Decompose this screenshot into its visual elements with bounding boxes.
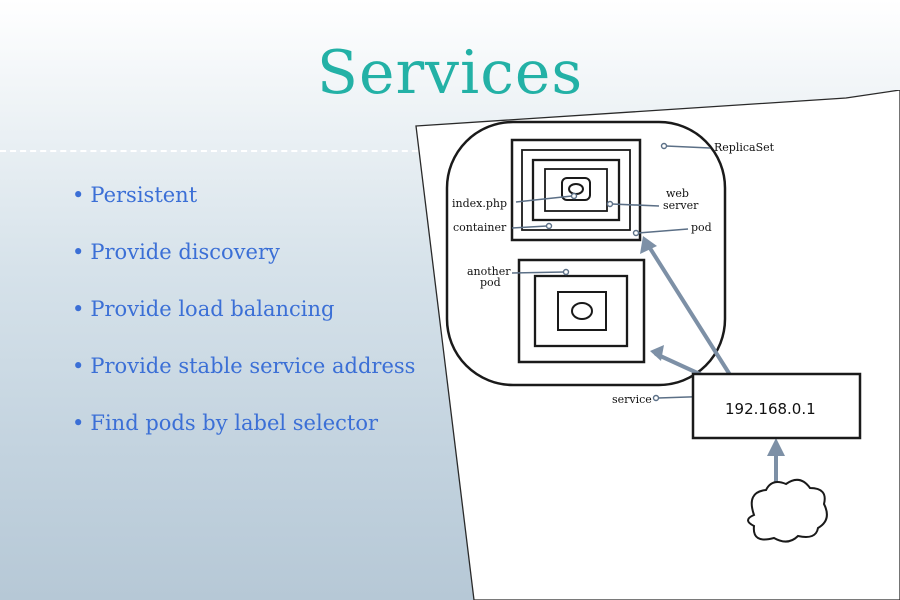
bullet-item: •Persistent (72, 180, 415, 237)
container-box (531, 158, 621, 222)
bullet-text: Persistent (90, 183, 198, 207)
service-ip-box (691, 372, 862, 440)
another-pod-box (517, 258, 646, 364)
bullet-item: •Provide stable service address (72, 351, 415, 408)
paper-sheet (415, 90, 900, 600)
bullet-dot-icon: • (72, 240, 85, 264)
service-arrows (646, 243, 778, 487)
server-label: server (663, 199, 699, 212)
arrowhead-from-client-icon (767, 438, 785, 456)
service-ip: 192.168.0.1 (725, 400, 816, 418)
pod-inner-box (521, 149, 631, 231)
bullet-item: •Provide load balancing (72, 294, 415, 351)
web-label: web (666, 187, 689, 200)
bullet-item: •Find pods by label selector (72, 408, 415, 465)
bullet-text: Find pods by label selector (90, 411, 379, 435)
bullet-dot-icon: • (72, 183, 85, 207)
web-server-box (544, 168, 608, 212)
pod-label: pod (691, 221, 712, 234)
index-php-label: index.php (452, 197, 507, 210)
service-label: service (612, 393, 652, 406)
pod-box (510, 138, 642, 242)
bullet-text: Provide stable service address (90, 354, 416, 378)
bullet-text: Provide load balancing (90, 297, 335, 321)
arrowheads (640, 236, 785, 456)
services-diagram: ReplicaSet index.php container web serve… (415, 90, 900, 600)
bullet-item: •Provide discovery (72, 237, 415, 294)
another-pod-label: pod (480, 276, 501, 289)
diagram-sheet: ReplicaSet index.php container web serve… (414, 90, 900, 600)
bullet-list: •Persistent •Provide discovery •Provide … (72, 180, 415, 465)
another-container-core (571, 302, 593, 320)
another-pod-inner-box (533, 274, 629, 348)
another-container-box (557, 291, 607, 331)
slide-title: Services (316, 38, 584, 108)
bullet-dot-icon: • (72, 411, 85, 435)
arrowhead-to-another-pod-icon (650, 345, 664, 361)
bullet-dot-icon: • (72, 297, 85, 321)
index-php-file (561, 177, 591, 201)
bullet-dot-icon: • (72, 354, 85, 378)
replicaset-label: ReplicaSet (714, 141, 775, 154)
replicaset-outline (445, 120, 727, 387)
another-label: another (467, 265, 511, 278)
arrowhead-to-pod-icon (640, 236, 657, 254)
client-cloud-icon (747, 478, 828, 543)
leader-dots (545, 142, 668, 402)
bullet-text: Provide discovery (90, 240, 280, 264)
container-label: container (453, 221, 507, 234)
